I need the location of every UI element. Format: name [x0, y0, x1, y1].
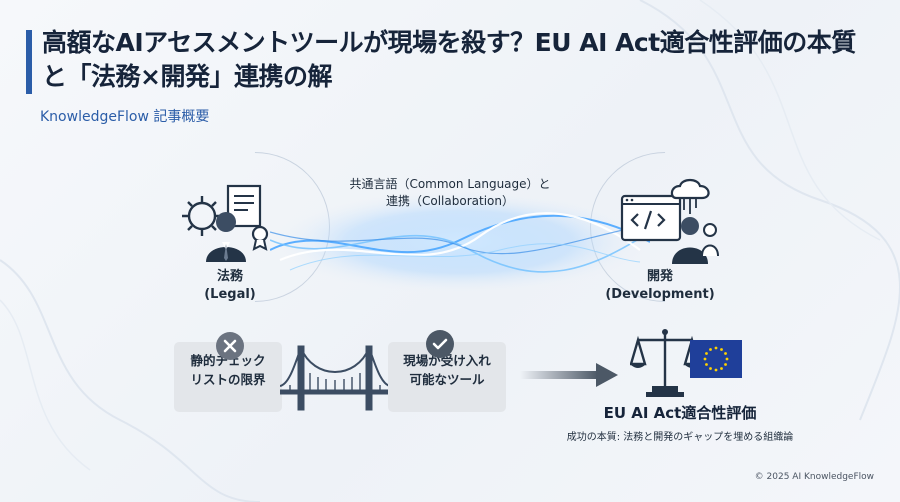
legal-label: 法務 (Legal) [170, 268, 290, 304]
result-title: EU AI Act適合性評価 [603, 404, 757, 422]
development-label: 開発 (Development) [600, 268, 720, 304]
eu-star [705, 352, 708, 355]
page-subtitle: KnowledgeFlow 記事概要 [40, 109, 210, 125]
connection-label-line2: 連携（Collaboration） [386, 194, 514, 208]
eu-star [720, 367, 723, 370]
problem-line1: 静的チェック [190, 353, 266, 368]
eu-star [724, 363, 727, 366]
connection-wave [270, 190, 650, 294]
copyright: © 2025 AI KnowledgeFlow [754, 472, 874, 482]
eu-star [714, 346, 718, 350]
page-title: 高額なAIアセスメントツールが現場を殺す？EU AI Act適合性評価の本質と「… [42, 28, 856, 91]
right-arrow-icon [520, 363, 618, 387]
eu-star [703, 357, 707, 361]
x-icon [216, 332, 244, 360]
solution-box: 現場が受け入れ 可能なツール [388, 342, 506, 412]
eu-star [709, 348, 712, 351]
result-subtitle: 成功の本質: 法務と開発のギャップを埋める組織論 [566, 432, 794, 443]
solution-line1: 現場が受け入れ [403, 353, 491, 368]
eu-star [714, 368, 718, 372]
problem-line2: リストの限界 [190, 372, 266, 387]
legal-label-en: (Legal) [204, 287, 256, 302]
solution-line2: 可能なツール [409, 372, 485, 387]
title-accent-bar [26, 30, 32, 94]
eu-star [709, 367, 712, 370]
developer-code-cloud-icon [620, 178, 719, 264]
connection-label-line1: 共通言語（Common Language）と [349, 177, 551, 191]
lawyer-document-gear-icon [182, 184, 269, 262]
eu-flag-icon [690, 340, 742, 378]
check-icon [426, 330, 454, 358]
eu-star [724, 352, 727, 355]
eu-star [725, 357, 729, 361]
development-label-en: (Development) [605, 287, 715, 302]
legal-label-ja: 法務 [216, 269, 243, 284]
bridge-icon [280, 345, 390, 411]
connection-label: 共通言語（Common Language）と 連携（Collaboration） [320, 176, 580, 210]
eu-star [720, 348, 723, 351]
eu-star [705, 363, 708, 366]
development-label-ja: 開発 [646, 269, 673, 284]
